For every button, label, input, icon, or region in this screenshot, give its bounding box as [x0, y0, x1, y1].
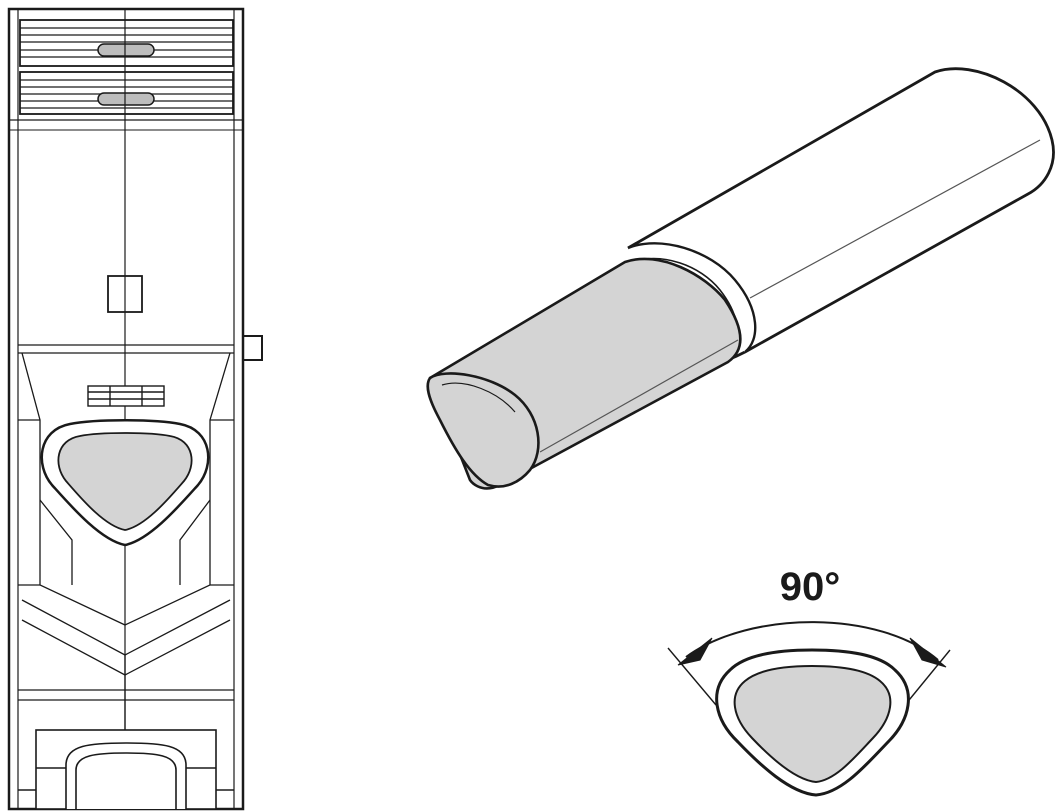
- ferrule-edge-line: [539, 339, 739, 453]
- terminal-block-front-view: [7, 7, 263, 811]
- upper-grille-1: [19, 19, 234, 67]
- wire-with-crimped-ferrule: [426, 67, 1055, 490]
- arrow-head-right: [909, 637, 947, 668]
- cross-section-angle-detail: 90°: [667, 565, 951, 797]
- cross-section-core: [733, 664, 892, 784]
- angle-extension-right: [904, 649, 951, 706]
- angle-extension-left: [667, 647, 717, 706]
- terminal-housing-outline: [7, 7, 245, 811]
- label-bar: [87, 385, 165, 407]
- side-latch-tab: [243, 335, 263, 361]
- release-window: [18, 729, 234, 810]
- test-slot-2: [97, 92, 155, 106]
- terminal-conductor-core: [57, 432, 193, 531]
- upper-grille-2: [19, 71, 234, 115]
- ferrule-end-face: [426, 372, 540, 488]
- arrow-head-left: [677, 637, 713, 666]
- insulation-highlight: [749, 139, 1041, 299]
- angle-label: 90°: [780, 565, 841, 609]
- clamp-funnel: [18, 344, 234, 740]
- test-slot-1: [97, 43, 155, 57]
